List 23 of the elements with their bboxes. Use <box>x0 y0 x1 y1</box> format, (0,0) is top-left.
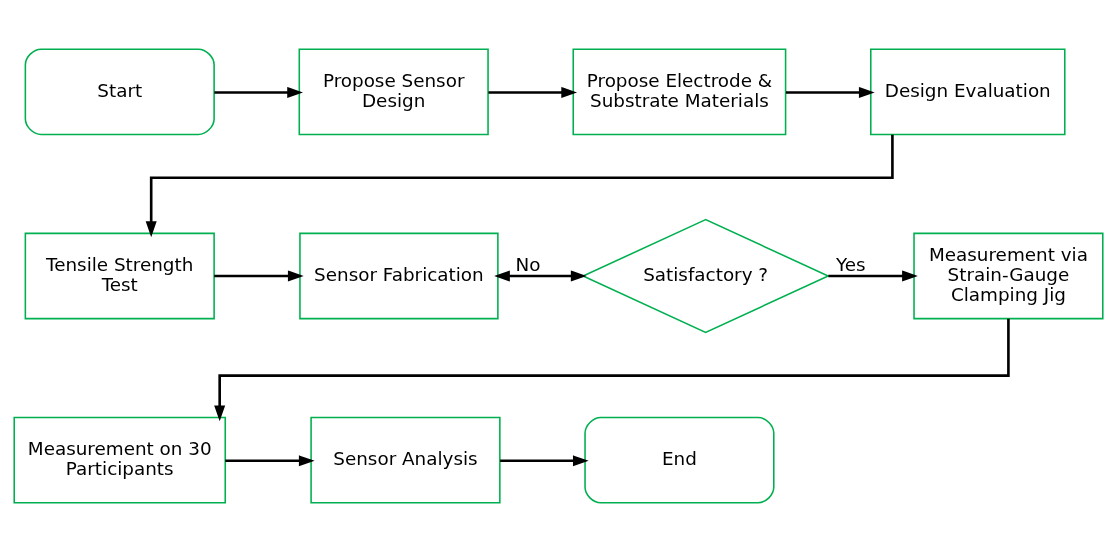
node-box: Sensor Analysis <box>310 416 501 504</box>
arrow <box>225 454 315 466</box>
arrow <box>214 270 304 281</box>
node-box: Measurement on 30 Participants <box>13 416 227 504</box>
arrow <box>785 86 875 98</box>
node-box: Start <box>24 47 215 135</box>
node-box: Design Evaluation <box>870 47 1066 135</box>
node-box: Propose Electrode & Substrate Materials <box>572 47 787 135</box>
node-box: End <box>584 416 775 504</box>
edge-label: No <box>515 253 541 275</box>
arrow <box>500 454 589 466</box>
edge-label: Yes <box>835 253 866 275</box>
node-box: Tensile Strength Test <box>24 232 215 319</box>
node-box: Measurement via Strain-Gauge Clamping Jig <box>913 232 1104 319</box>
arrow <box>214 318 1010 421</box>
arrow <box>828 270 918 281</box>
arrow <box>214 86 303 98</box>
node-box: Propose Sensor Design <box>298 47 489 135</box>
arrow <box>145 134 894 237</box>
arrow <box>488 86 578 98</box>
node-box: Sensor Fabrication <box>299 232 499 319</box>
arrow <box>494 270 587 281</box>
node-diamond: Satisfactory ? <box>581 218 831 333</box>
